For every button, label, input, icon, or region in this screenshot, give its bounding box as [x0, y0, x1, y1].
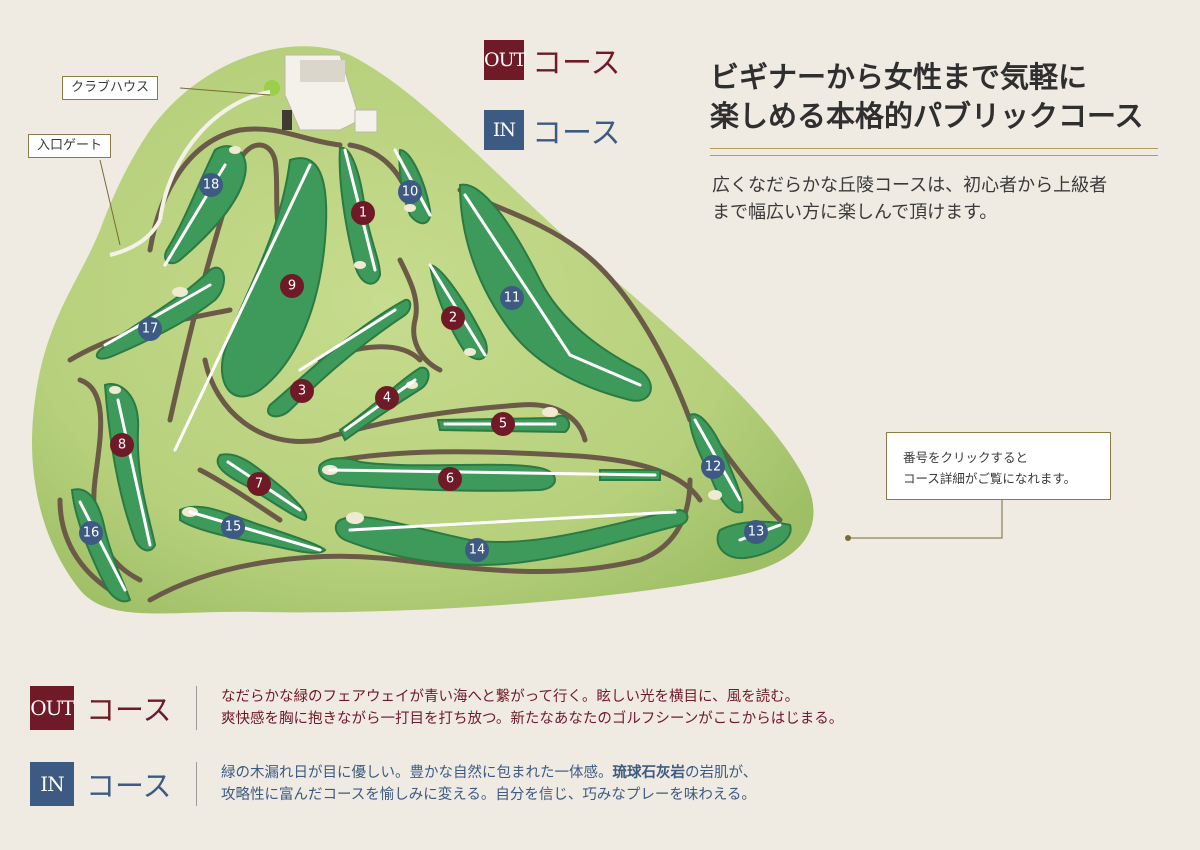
bunkers [109, 146, 722, 524]
hole-number-8: 8 [118, 438, 126, 453]
headline-line-1: ビギナーから女性まで気軽に [710, 60, 1088, 94]
hole-marker-7[interactable]: 7 [247, 472, 271, 496]
hole-marker-10[interactable]: 10 [398, 180, 422, 204]
out-desc-separator [196, 686, 197, 730]
entrance-gate-label: 入口ゲート [28, 134, 112, 158]
hole-number-5: 5 [499, 417, 507, 432]
hole-marker-5[interactable]: 5 [491, 412, 515, 436]
legend-out: OUT コース [484, 38, 621, 82]
hole-number-12: 12 [705, 460, 722, 475]
in-course-description: IN コース 緑の木漏れ日が目に優しい。豊かな自然に包まれた一体感。琉球石灰岩の… [30, 762, 757, 806]
in-desc-badge: IN [30, 762, 74, 806]
clubhouse-building [109, 54, 378, 257]
hole-markers[interactable]: 1 2 3 4 5 6 7 8 9 10 11 12 13 14 15 16 1… [79, 173, 768, 562]
in-desc-label: コース [86, 769, 172, 803]
hole-marker-13[interactable]: 13 [744, 520, 768, 544]
headline-divider [710, 148, 1158, 156]
hole-number-2: 2 [449, 311, 457, 326]
hole-number-9: 9 [288, 279, 296, 294]
click-hint-line-1: 番号をクリックすると [903, 450, 1029, 465]
out-badge: OUT [484, 40, 526, 80]
hole-number-7: 7 [255, 477, 263, 492]
in-badge: IN [484, 110, 524, 150]
hole-marker-2[interactable]: 2 [441, 306, 465, 330]
hole-number-11: 11 [504, 291, 521, 306]
hole-marker-16[interactable]: 16 [79, 521, 103, 545]
hole-marker-15[interactable]: 15 [221, 515, 245, 539]
headline-line-2: 楽しめる本格的パブリックコース [710, 99, 1144, 133]
hole-number-13: 13 [748, 525, 765, 540]
in-desc-line-1: 緑の木漏れ日が目に優しい。豊かな自然に包まれた一体感。琉球石灰岩の岩肌が、 [221, 762, 757, 784]
legend-in: IN コース [484, 108, 621, 152]
hole-marker-8[interactable]: 8 [110, 433, 134, 457]
hole-number-14: 14 [469, 543, 486, 558]
hole-marker-11[interactable]: 11 [500, 286, 524, 310]
in-desc-separator [196, 762, 197, 806]
headline: ビギナーから女性まで気軽に 楽しめる本格的パブリックコース [710, 58, 1180, 136]
out-desc-line-2: 爽快感を胸に抱きながら一打目を打ち放つ。新たなあなたのゴルフシーンがここからはじ… [221, 711, 844, 727]
out-desc-text: なだらかな緑のフェアウェイが青い海へと繋がって行く。眩しい光を横目に、風を読む。… [221, 686, 843, 730]
hole-marker-4[interactable]: 4 [375, 386, 399, 410]
hole-number-1: 1 [359, 206, 367, 221]
hole-marker-18[interactable]: 18 [199, 173, 223, 197]
callout-anchor-dot [845, 535, 851, 541]
out-desc-line-1: なだらかな緑のフェアウェイが青い海へと繋がって行く。眩しい光を横目に、風を読む。 [221, 689, 800, 705]
hole-marker-9[interactable]: 9 [280, 274, 304, 298]
hole-number-15: 15 [225, 520, 242, 535]
hole-number-17: 17 [142, 322, 159, 337]
intro-line-1: 広くなだらかな丘陵コースは、初心者から上級者 [712, 175, 1108, 196]
in-desc-line-1-a: 緑の木漏れ日が目に優しい。豊かな自然に包まれた一体感。 [221, 765, 613, 781]
hole-number-3: 3 [298, 384, 306, 399]
click-hint-line-2: コース詳細がご覧になれます。 [903, 471, 1077, 486]
out-desc-badge: OUT [30, 686, 75, 730]
hole-number-16: 16 [83, 526, 100, 541]
in-desc-line-1-b: の岩肌が、 [685, 765, 758, 781]
hole-marker-14[interactable]: 14 [465, 538, 489, 562]
hole-number-4: 4 [383, 391, 391, 406]
in-desc-line-2: 攻略性に富んだコースを愉しみに変える。自分を信じ、巧みなプレーを味わえる。 [221, 787, 756, 803]
hole-marker-1[interactable]: 1 [351, 201, 375, 225]
hole-marker-12[interactable]: 12 [701, 455, 725, 479]
out-course-description: OUT コース なだらかな緑のフェアウェイが青い海へと繋がって行く。眩しい光を横… [30, 686, 843, 730]
hole-marker-3[interactable]: 3 [290, 379, 314, 403]
hole-number-18: 18 [203, 178, 220, 193]
intro-text: 広くなだらかな丘陵コースは、初心者から上級者 まで幅広い方に楽しんで頂けます。 [712, 172, 1182, 226]
callout-leaders [99, 87, 1003, 539]
in-desc-line-1-strong: 琉球石灰岩 [612, 765, 686, 781]
in-course-label: コース [532, 116, 621, 151]
out-desc-label: コース [86, 693, 172, 727]
in-desc-text: 緑の木漏れ日が目に優しい。豊かな自然に包まれた一体感。琉球石灰岩の岩肌が、 攻略… [221, 762, 757, 806]
intro-line-2: まで幅広い方に楽しんで頂けます。 [712, 202, 998, 223]
hole-number-6: 6 [446, 472, 454, 487]
hole-marker-6[interactable]: 6 [438, 467, 462, 491]
out-course-label: コース [532, 46, 621, 81]
hole-number-10: 10 [402, 185, 419, 200]
click-hint-box: 番号をクリックすると コース詳細がご覧になれます。 [886, 432, 1111, 500]
hole-marker-17[interactable]: 17 [138, 317, 162, 341]
clubhouse-label: クラブハウス [62, 76, 159, 100]
